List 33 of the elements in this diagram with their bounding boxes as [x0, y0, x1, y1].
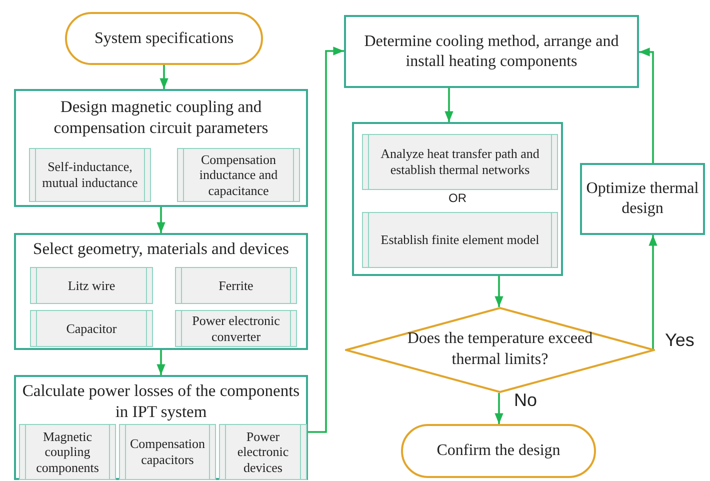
group-box: [352, 122, 563, 276]
item-box: Analyze heat transfer path and establish thermal networks: [362, 134, 558, 190]
process-box: Optimize thermal design: [580, 163, 705, 235]
item-box: Power electronic converter: [175, 310, 297, 347]
arrow: [444, 88, 454, 122]
item-box: Capacitor: [30, 310, 153, 347]
item-box: Ferrite: [175, 267, 297, 304]
group-box: [14, 375, 308, 480]
arrow: [156, 207, 166, 233]
arrow: [308, 46, 344, 433]
or-label: OR: [448, 191, 468, 206]
group-heading: Design magnetic coupling and compensation circuit parameters: [52, 97, 270, 138]
item-box: Establish finite element model: [362, 212, 558, 268]
group-heading: Select geometry, materials and devices: [32, 239, 290, 260]
group-box: [14, 233, 308, 350]
item-box: Self-inductance, mutual inductance: [29, 148, 151, 202]
item-box: Compensation capacitors: [119, 424, 216, 480]
terminal-box: System specifications: [65, 12, 263, 65]
group-box: [14, 89, 308, 207]
arrow: [639, 48, 654, 163]
arrow: [494, 393, 504, 424]
decision-text: Does the temperature exceed thermal limits?: [406, 329, 594, 370]
arrow: [648, 235, 658, 350]
arrow: [494, 276, 504, 307]
item-box: Compensation inductance and capacitance: [177, 148, 300, 202]
process-box: Determine cooling method, arrange and install heating components: [344, 15, 639, 88]
arrow: [156, 350, 166, 375]
group-heading: Calculate power losses of the components in IPT system: [21, 381, 301, 422]
item-box: Power electronic devices: [219, 424, 307, 480]
item-box: Magnetic coupling components: [19, 424, 116, 480]
arrow: [160, 65, 168, 89]
terminal-box: Confirm the design: [401, 424, 596, 478]
item-box: Litz wire: [30, 267, 153, 304]
